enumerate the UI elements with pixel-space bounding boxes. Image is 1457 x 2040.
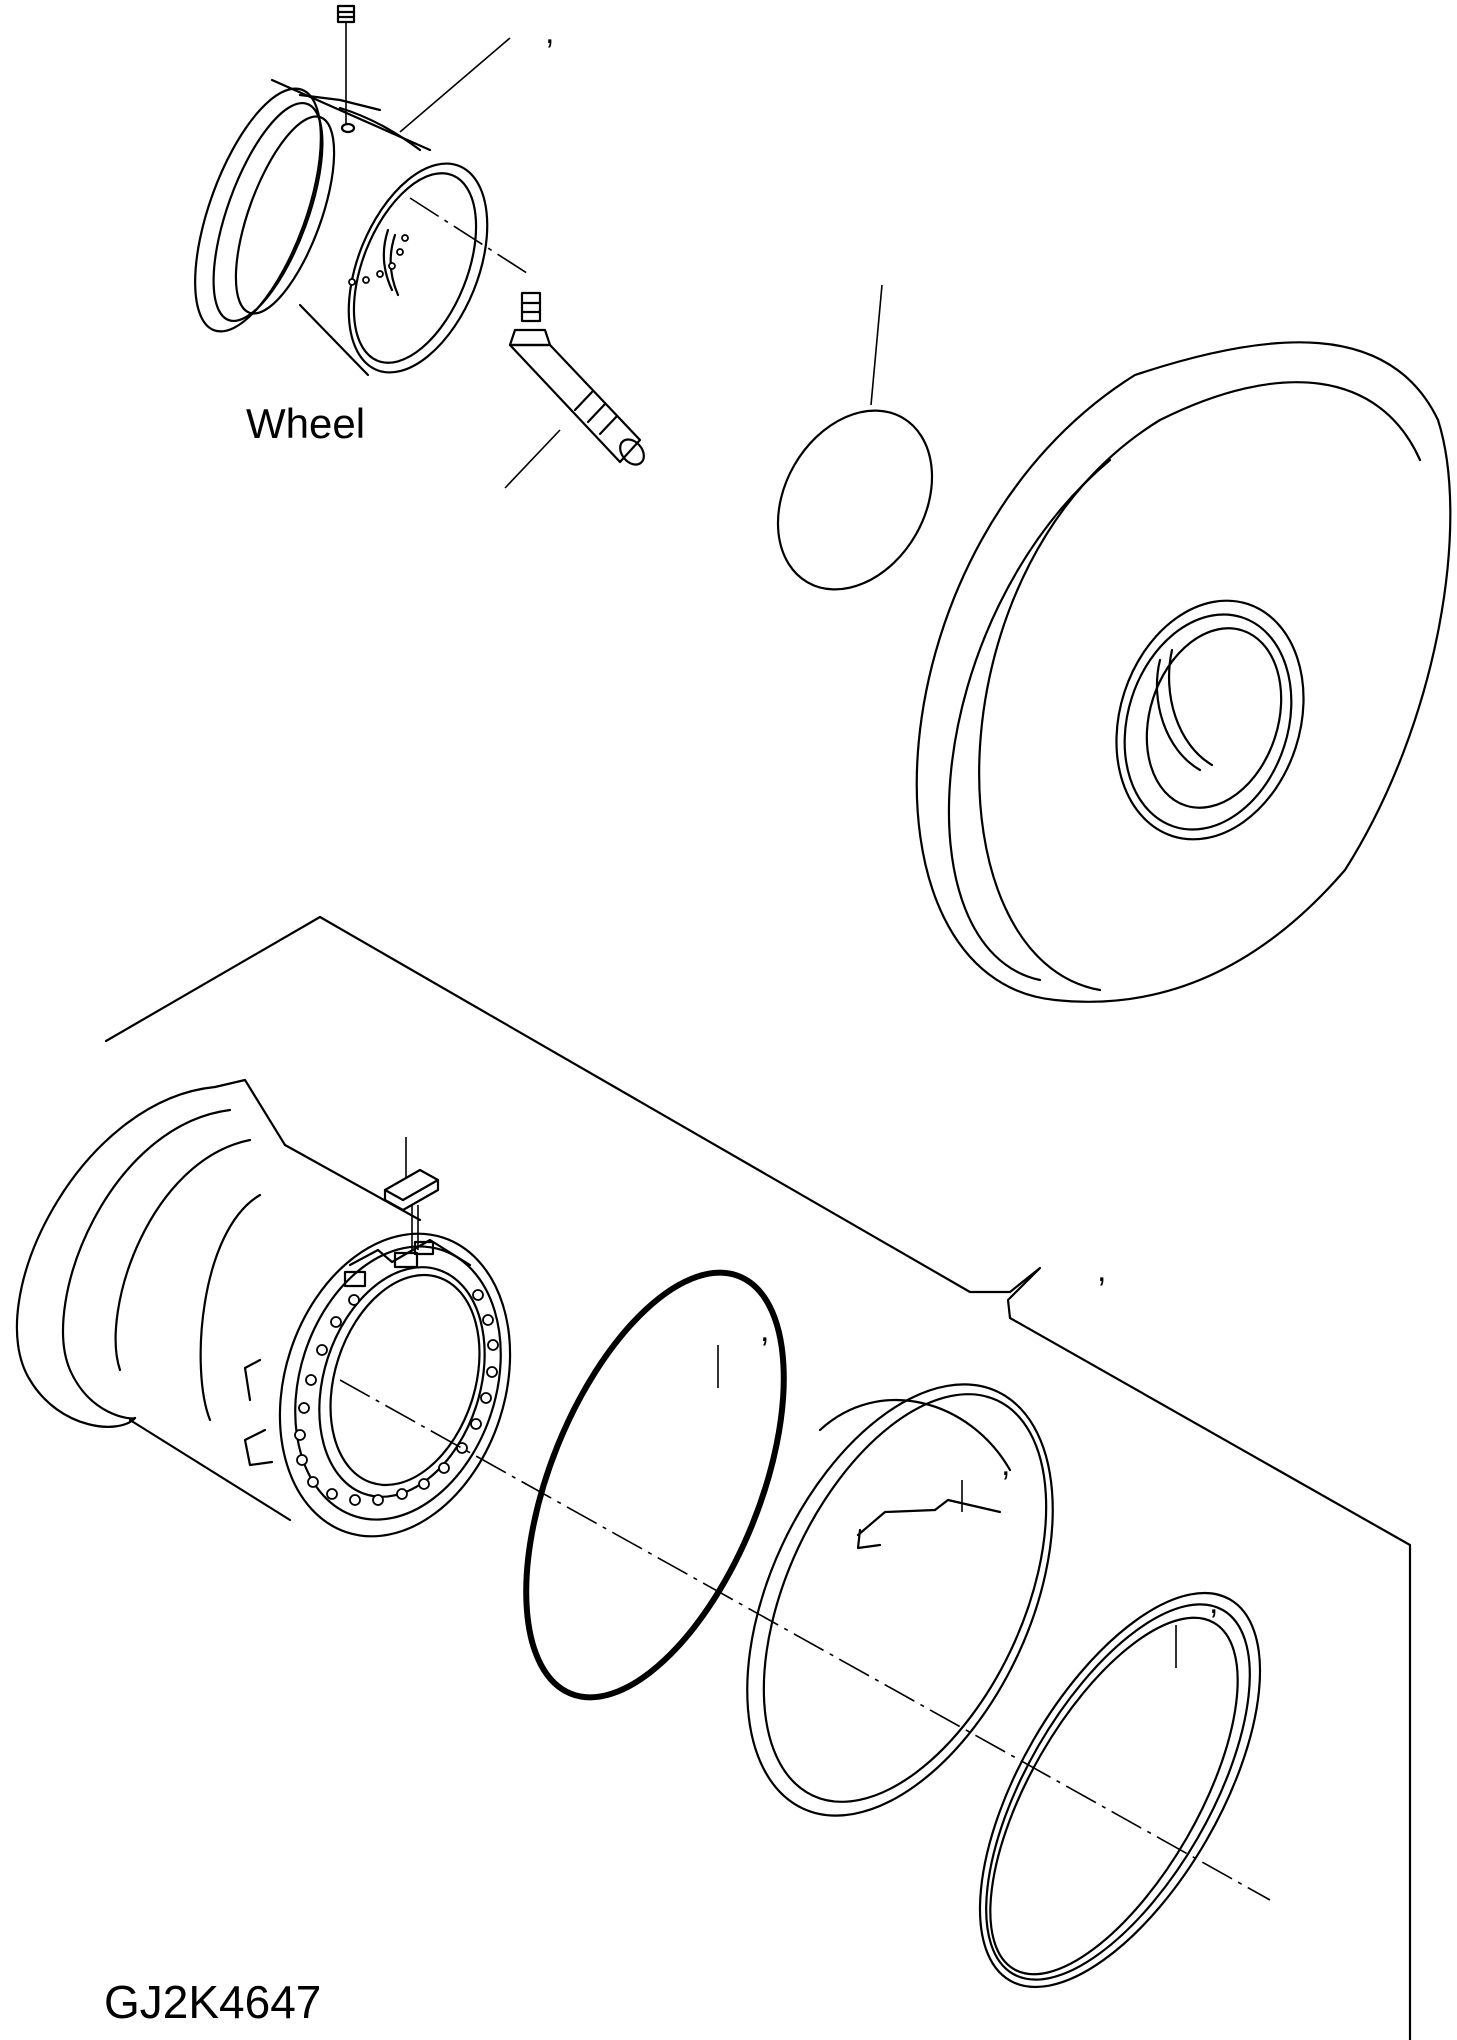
assembly-bracket: [104, 915, 1412, 2040]
lock-ring: [978, 1591, 1262, 1989]
leader-valve: [504, 429, 561, 489]
callout-mark-side-ring: ,: [1001, 1445, 1011, 1483]
large-wheel-rim: [15, 1078, 512, 1538]
drawing-code: GJ2K4647: [104, 1976, 322, 2028]
assembly-axis: [339, 1379, 1271, 1901]
leader-rim-top: [399, 37, 511, 133]
lock-key: [383, 1137, 440, 1250]
wheel-label: Wheel: [246, 400, 366, 447]
valve-stem: [409, 197, 645, 466]
o-ring: [523, 1269, 787, 1701]
side-ring: [746, 1383, 1054, 1817]
tire: [915, 341, 1452, 1003]
plug-screw: [336, 4, 356, 124]
callout-mark-rim: ,: [545, 13, 555, 51]
callout-mark-o-ring: ,: [760, 1311, 770, 1349]
callout-mark-assembly: ,: [1097, 1251, 1107, 1289]
tube-flap: [776, 284, 934, 591]
callout-mark-lock-ring: ,: [1209, 1583, 1219, 1621]
small-wheel-rim: [194, 78, 489, 377]
